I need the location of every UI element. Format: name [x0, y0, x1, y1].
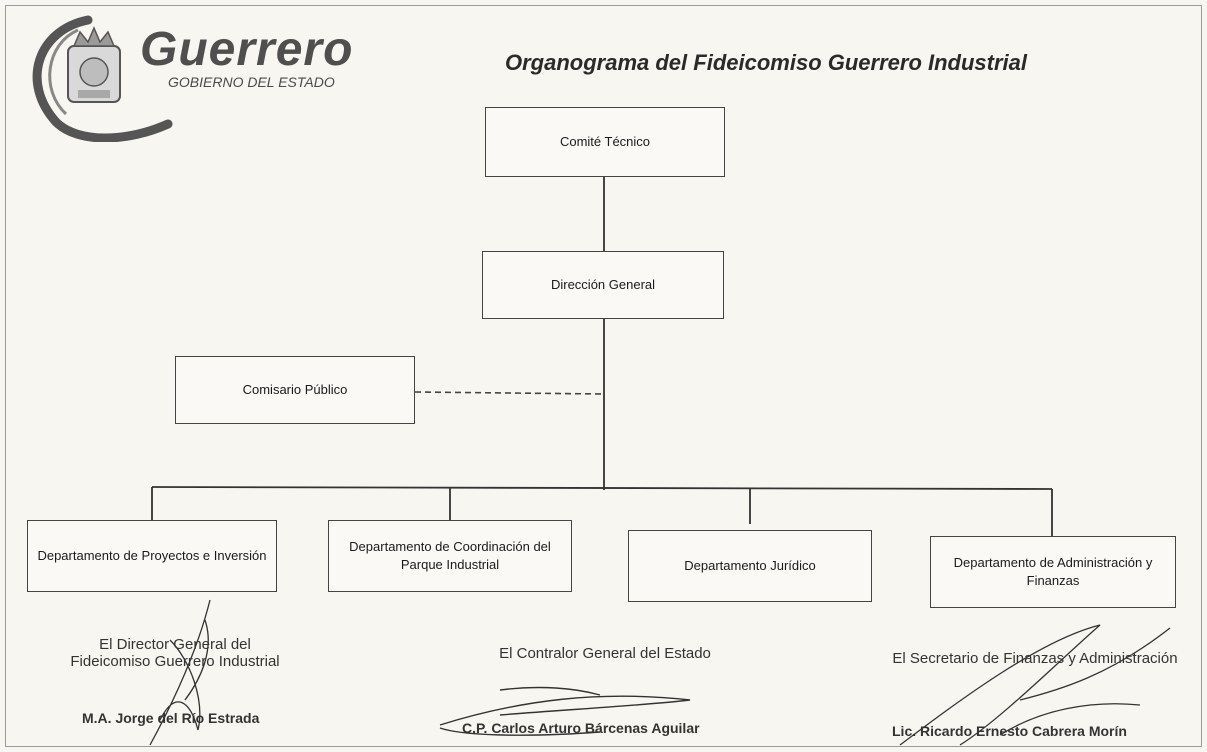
org-box-comisario-publico: Comisario Público: [175, 356, 415, 424]
org-box-comite-tecnico: Comité Técnico: [485, 107, 725, 177]
guerrero-logo: Guerrero GOBIERNO DEL ESTADO: [18, 12, 358, 142]
logo-wordmark: Guerrero: [140, 23, 354, 76]
state-seal-icon: [32, 15, 173, 142]
signature-name-secretario: Lic. Ricardo Ernesto Cabrera Morín: [892, 723, 1127, 739]
org-box-juridico: Departamento Jurídico: [628, 530, 872, 602]
signature-role-secretario: El Secretario de Finanzas y Administraci…: [892, 650, 1178, 667]
page-border: [5, 5, 1202, 747]
connector-horizontal-bus: [151, 486, 1053, 490]
org-box-direccion-general: Dirección General: [482, 251, 724, 319]
signature-role-director: El Director General del Fideicomiso Guer…: [70, 636, 280, 670]
org-box-proyectos-inversion: Departamento de Proyectos e Inversión: [27, 520, 277, 592]
org-box-coordinacion-parque: Departamento de Coordinación del Parque …: [328, 520, 572, 592]
signature-name-director: M.A. Jorge del Río Estrada: [82, 710, 260, 726]
signature-name-contralor: C.P. Carlos Arturo Bárcenas Aguilar: [462, 720, 700, 736]
org-box-administracion-finanzas: Departamento de Administración y Finanza…: [930, 536, 1176, 608]
page-title: Organograma del Fideicomiso Guerrero Ind…: [505, 50, 1028, 75]
signature-role-contralor: El Contralor General del Estado: [499, 645, 711, 662]
logo-subtitle: GOBIERNO DEL ESTADO: [168, 74, 335, 90]
dashed-connector-advisor: [414, 391, 605, 395]
